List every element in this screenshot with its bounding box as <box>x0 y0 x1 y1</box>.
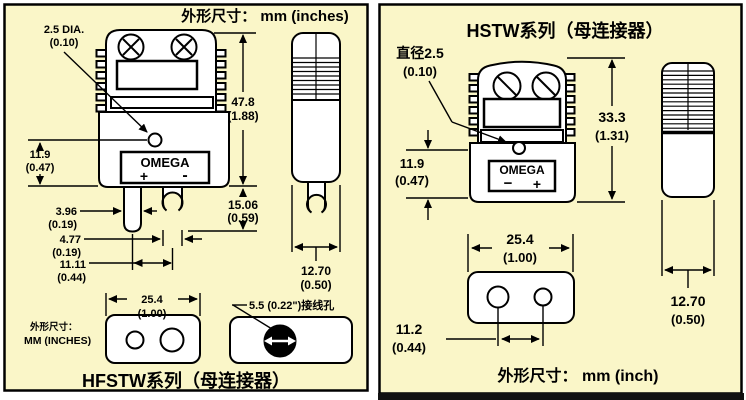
dim-text: 直径2.5 <box>396 45 444 61</box>
units-header: 外形尺寸： mm (inches) <box>180 7 349 25</box>
hfstw-wirehole-view <box>229 316 353 364</box>
hstw-side-view <box>661 62 715 198</box>
dim-text: (0.59) <box>227 211 258 225</box>
dim-text: (0.19) <box>52 247 81 259</box>
dim-text: 25.4 <box>141 294 163 306</box>
dim-text: (1.00) <box>503 250 537 265</box>
hfstw-side-view <box>291 32 341 214</box>
dim-text: (1.00) <box>138 308 167 320</box>
polarity-plus: + <box>140 168 148 184</box>
dim-pin-dia: 2.5 DIA. (0.10) <box>44 24 148 133</box>
hstw-bottom-view <box>467 271 575 324</box>
units-note-line2: MM (INCHES) <box>24 335 91 347</box>
dim-body-height: 47.8 (1.88) <box>214 32 259 187</box>
units-note-line1: 外形尺寸： <box>29 321 78 333</box>
omega-plate <box>487 159 557 193</box>
dim-text: (0.10) <box>50 37 79 49</box>
dim-wire-hole: 5.5 (0.22")接线孔 <box>232 298 334 330</box>
dim-hole-spacing: 11.2 (0.44) <box>392 306 544 355</box>
hfstw-front-view: OMEGA + - <box>95 29 230 233</box>
dim-text: (0.47) <box>26 162 55 174</box>
dim-side-width: 12.70 (0.50) <box>291 185 341 292</box>
brand-label: OMEGA <box>499 163 545 177</box>
small-socket-hole <box>533 287 553 307</box>
dim-text: 11.11 <box>60 259 86 271</box>
hfstw-bottom-view <box>105 314 201 364</box>
dim-text: 25.4 <box>506 231 533 247</box>
dim-hole-height: 11.9 (0.47) <box>26 139 147 187</box>
dim-side-width: 12.70 (0.50) <box>661 200 715 327</box>
label-window <box>115 59 199 91</box>
units-footer: 外形尺寸： mm (inch) <box>497 366 659 385</box>
flat-pin <box>123 186 142 233</box>
brand-label: OMEGA <box>140 155 190 170</box>
panel-shadow <box>378 393 744 400</box>
dim-text: (0.19) <box>48 219 77 231</box>
dim-text: (0.44) <box>57 272 86 284</box>
dim-body-width: 25.4 (1.00) <box>467 231 574 272</box>
dim-text: 11.9 <box>400 156 425 171</box>
wire-hole <box>512 141 526 155</box>
latch-slot <box>110 96 214 109</box>
hstw-panel: HSTW系列（母连接器） <box>378 3 744 400</box>
omega-plate <box>119 150 211 185</box>
slotted-screw-icon <box>531 71 561 101</box>
dim-text: 47.8 <box>231 95 255 109</box>
dim-text: 11.9 <box>30 149 51 161</box>
dim-text: 15.06 <box>228 198 258 212</box>
large-socket-hole <box>159 327 185 353</box>
dim-round-pin: 4.77 (0.19) <box>52 230 202 259</box>
phillips-screw-icon <box>117 33 145 61</box>
dim-text: 33.3 <box>598 109 625 125</box>
round-pin <box>161 186 184 212</box>
dim-text: (1.88) <box>227 109 258 123</box>
dim-pin-spacing: 11.11 (0.44) <box>57 234 174 284</box>
side-pin <box>306 181 327 214</box>
phillips-screw-icon <box>170 33 198 61</box>
hstw-front-view: OMEGA − + <box>468 60 576 203</box>
dim-pin-length: 15.06 (0.59) <box>188 188 259 232</box>
dim-text: (0.50) <box>671 312 705 327</box>
dim-hole-height: 11.9 (0.47) <box>395 130 468 220</box>
dim-text: 2.5 DIA. <box>44 24 84 36</box>
small-socket-hole <box>125 330 145 350</box>
dim-text: 3.96 <box>56 206 77 218</box>
slotted-screw-icon <box>492 71 522 101</box>
dim-text: 11.2 <box>396 321 423 337</box>
latch-slot <box>480 129 564 143</box>
dim-pin-dia: 直径2.5 (0.10) <box>396 45 507 143</box>
dim-text: (0.44) <box>392 340 426 355</box>
hfstw-panel: 外形尺寸： mm (inches) <box>3 3 369 392</box>
dim-text: 12.70 <box>670 293 705 309</box>
dim-text: (0.10) <box>403 64 437 79</box>
wire-hole <box>147 132 163 148</box>
dim-text: 5.5 (0.22")接线孔 <box>249 298 334 312</box>
dim-text: 12.70 <box>301 264 331 278</box>
dim-text: (1.31) <box>595 128 629 143</box>
dim-body-height: 33.3 (1.31) <box>567 57 629 203</box>
dim-body-width: 25.4 (1.00) <box>105 293 201 320</box>
hfstw-title: HFSTW系列（母连接器） <box>82 370 290 391</box>
large-socket-hole <box>486 285 510 309</box>
dim-flat-pin: 3.96 (0.19) <box>48 206 157 231</box>
label-window <box>482 97 562 129</box>
dim-text: 4.77 <box>60 234 81 246</box>
dim-text: (0.47) <box>395 173 429 188</box>
polarity-minus: − <box>504 175 513 192</box>
polarity-plus: + <box>533 176 541 192</box>
polarity-minus: - <box>182 167 187 184</box>
hstw-title: HSTW系列（母连接器） <box>467 20 664 41</box>
dim-text: (0.50) <box>300 278 331 292</box>
